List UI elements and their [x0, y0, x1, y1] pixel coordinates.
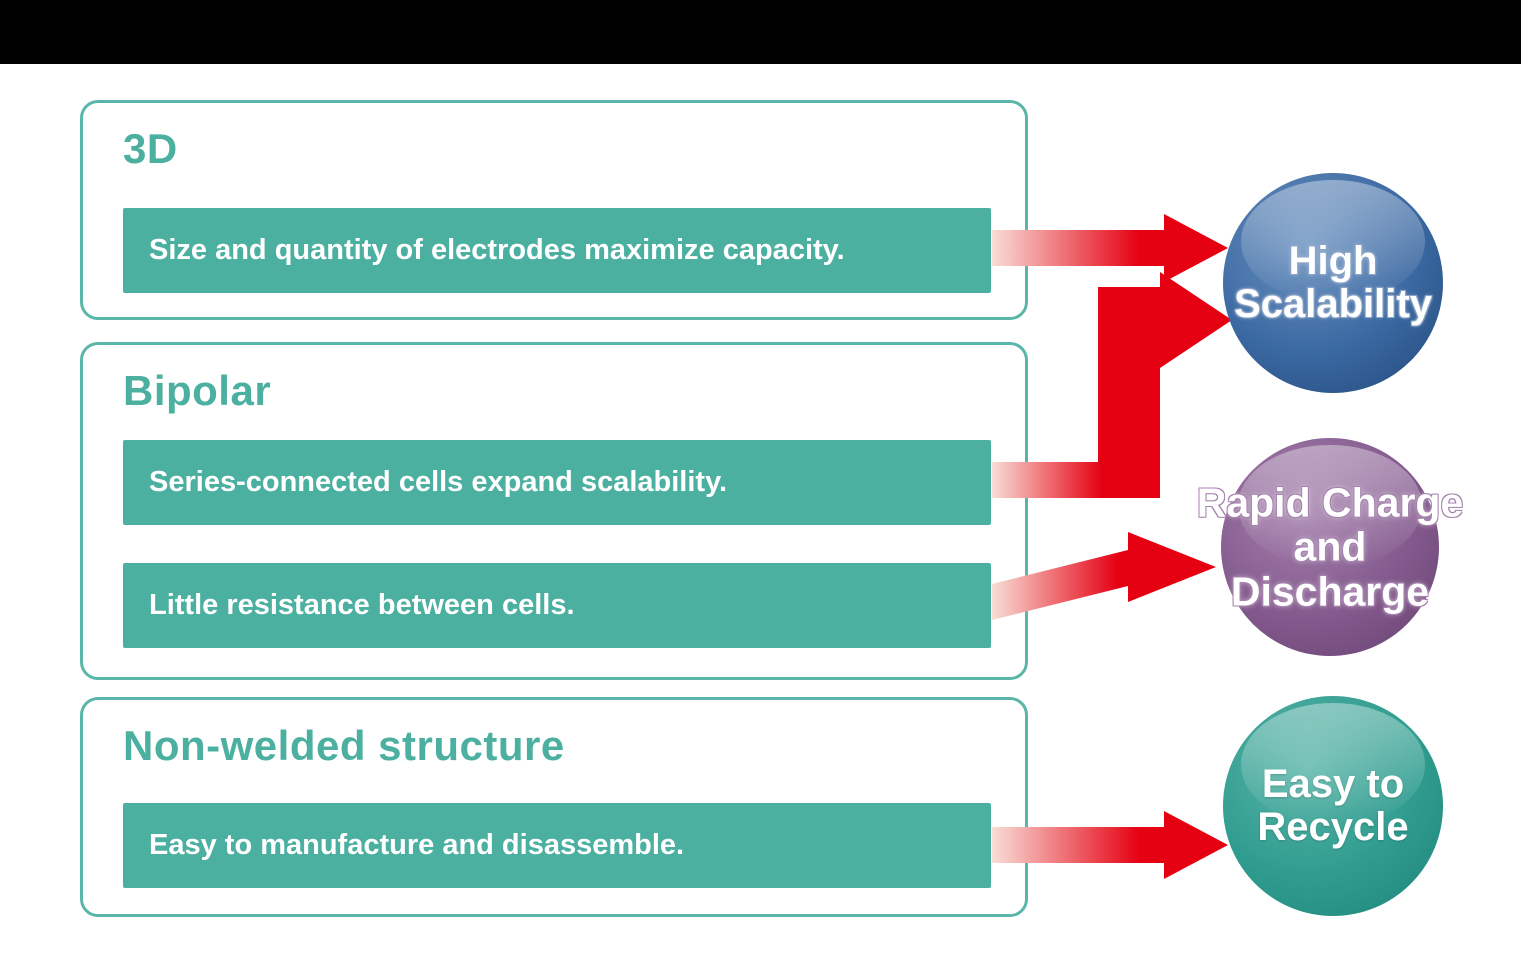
benefit-circle-high-scalability: High Scalability: [1223, 173, 1443, 393]
circle-label-line: Recycle: [1257, 805, 1409, 849]
box-title-non-welded: Non-welded structure: [123, 722, 565, 769]
box-title-3d: 3D: [123, 125, 178, 172]
circle-label-rapid-charge-discharge: Rapid Charge and Discharge: [1150, 479, 1510, 615]
feature-bar-3d-capacity: Size and quantity of electrodes maximize…: [123, 208, 991, 293]
circle-label-line: Easy to: [1261, 761, 1405, 806]
benefit-circle-rapid-charge-discharge: Rapid Charge and Discharge: [1197, 438, 1463, 656]
circle-label-high-scalability: High Scalability: [1153, 238, 1513, 326]
feature-box-bipolar: Bipolar Series-connected cells expand sc…: [80, 342, 1028, 680]
circle-label-line: Rapid Charge: [1196, 479, 1464, 526]
circle-gloss: [1238, 444, 1422, 567]
circle-label-line: Scalability: [1234, 282, 1432, 326]
circle-label-line: Discharge: [1230, 568, 1430, 615]
feature-box-non-welded: Non-welded structure Easy to manufacture…: [80, 697, 1028, 917]
feature-bar-non-welded-manufacture: Easy to manufacture and disassemble.: [123, 803, 991, 888]
feature-bar-bipolar-resistance: Little resistance between cells.: [123, 563, 991, 648]
circle-label-line: and: [1293, 523, 1367, 570]
benefit-circle-easy-to-recycle: Easy to Recycle: [1223, 696, 1443, 916]
circle-label-line: High: [1288, 238, 1378, 283]
circle-gloss: [1240, 702, 1426, 826]
feature-bar-bipolar-scalability: Series-connected cells expand scalabilit…: [123, 440, 991, 525]
top-black-bar: [0, 0, 1521, 64]
box-title-bipolar: Bipolar: [123, 367, 272, 414]
feature-box-3d: 3D Size and quantity of electrodes maxim…: [80, 100, 1028, 320]
circle-gloss: [1240, 179, 1426, 303]
circle-label-easy-to-recycle: Easy to Recycle: [1153, 761, 1513, 849]
